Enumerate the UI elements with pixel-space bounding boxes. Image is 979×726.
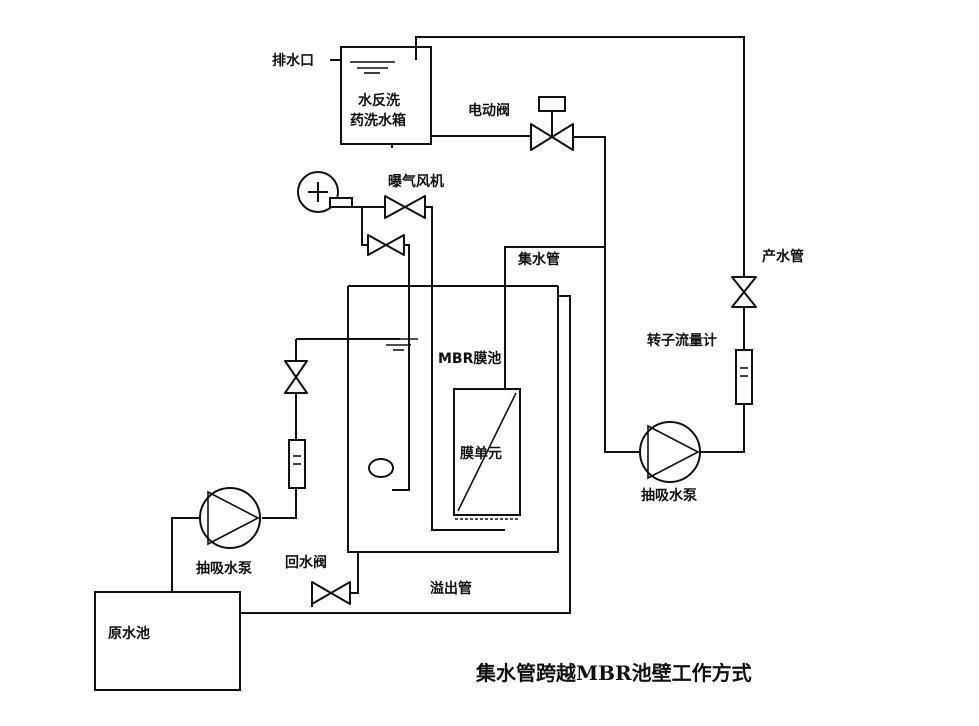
- label-drain-outlet: 排水口: [272, 53, 314, 69]
- valve-to-pump-pipe: [573, 136, 640, 453]
- label-rotameter: 转子流量计: [647, 333, 717, 349]
- suction-pump-right: [639, 421, 701, 483]
- raw-water-tank: [94, 591, 241, 691]
- pump-suction-pipe: [171, 517, 200, 603]
- suction-pump-left: [199, 487, 261, 549]
- label-suction-pump-left: 抽吸水泵: [196, 561, 252, 577]
- pump-to-flowmeter-pipe: [700, 404, 745, 453]
- air-diffuser: [368, 458, 394, 478]
- bypass-valve: [367, 234, 405, 256]
- electric-valve: [530, 96, 574, 151]
- label-collector-pipe: 集水管: [518, 252, 560, 268]
- bypass-pipe-left: [361, 207, 368, 246]
- mbr-tank-wall: [347, 286, 559, 553]
- membrane-unit: [453, 388, 521, 520]
- bypass-pipe-down: [392, 244, 410, 491]
- label-backwash-tank-1: 水反洗: [358, 93, 400, 109]
- collector-pipe: [504, 246, 605, 389]
- feed-valve-left: [284, 360, 308, 394]
- label-suction-pump-right: 抽吸水泵: [641, 488, 697, 504]
- water-level-mark-tank: [350, 61, 395, 74]
- overflow-pipe: [232, 295, 571, 614]
- return-pipe-vertical: [350, 552, 359, 594]
- label-product-pipe: 产水管: [762, 249, 804, 265]
- backwash-tank: [340, 46, 432, 145]
- label-return-valve: 回水阀: [285, 555, 327, 571]
- water-level-mark-mbr: [379, 338, 418, 351]
- label-overflow-pipe: 溢出管: [430, 581, 472, 597]
- aeration-blower: [297, 171, 353, 213]
- rotameter-left: [288, 439, 306, 489]
- label-electric-valve: 电动阀: [468, 103, 510, 119]
- product-water-pipe-top: [415, 36, 745, 277]
- label-raw-water-tank: 原水池: [108, 626, 150, 642]
- flowmeter-to-pump-pipe: [262, 488, 297, 519]
- product-valve: [731, 276, 757, 308]
- return-valve: [311, 581, 351, 605]
- label-aeration-blower: 曝气风机: [388, 174, 444, 190]
- blower-valve: [384, 195, 426, 219]
- rotameter-right: [735, 349, 753, 405]
- label-backwash-tank-2: 药洗水箱: [350, 113, 406, 129]
- label-membrane-unit: 膜单元: [460, 446, 502, 462]
- air-pipe-main: [425, 206, 505, 531]
- diagram-caption: 集水管跨越MBR池壁工作方式: [476, 661, 752, 685]
- label-mbr-tank: MBR膜池: [438, 351, 502, 367]
